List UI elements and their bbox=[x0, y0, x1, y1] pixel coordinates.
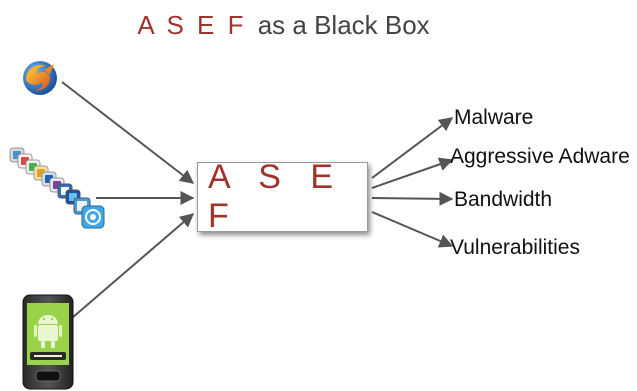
output-label-malware: Malware bbox=[454, 106, 534, 129]
output-arrow-vulnerabilities bbox=[371, 211, 454, 248]
firefox-logo-icon bbox=[23, 61, 57, 95]
output-arrow-bandwidth bbox=[371, 191, 454, 206]
output-label-bandwidth: Bandwidth bbox=[454, 188, 553, 211]
android-phone-icon bbox=[22, 294, 74, 390]
title-rest: as a Black Box bbox=[257, 10, 430, 40]
box-label: A S E F bbox=[208, 158, 344, 235]
output-label-vulnerabilities: Vulnerabilities bbox=[450, 236, 580, 259]
asef-black-box: A S E F bbox=[197, 158, 368, 235]
output-label-aggressive-adware: Aggressive Adware bbox=[450, 145, 630, 168]
app-icon-10 bbox=[81, 205, 105, 229]
output-arrow-adware bbox=[371, 157, 454, 189]
title-acronym: A S E F bbox=[137, 10, 247, 40]
diagram-title: A S E F as a Black Box bbox=[0, 10, 567, 41]
app-icon-stack bbox=[9, 147, 105, 229]
input-arrow-phone bbox=[71, 213, 195, 319]
input-arrow-firefox bbox=[61, 81, 195, 184]
output-arrow-malware bbox=[371, 117, 454, 179]
